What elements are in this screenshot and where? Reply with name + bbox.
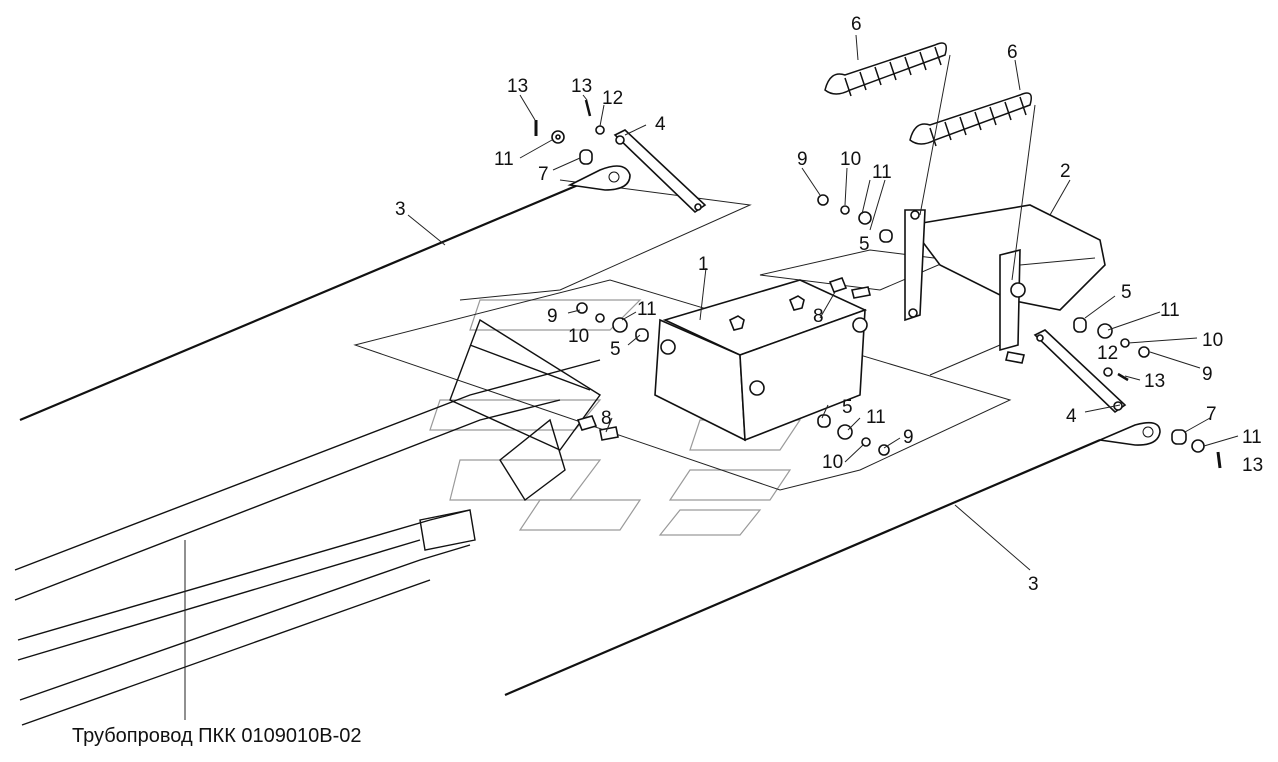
callout-5-right: 5 [1121,282,1132,303]
callout-10-top: 10 [840,149,861,170]
callout-9-top: 9 [797,149,808,170]
callout-6-right: 6 [1007,42,1018,63]
callout-9-right: 9 [1202,364,1213,385]
callout-8-lower: 8 [601,408,612,429]
spring-lower [909,92,1032,147]
callout-13-left: 13 [507,76,528,97]
callout-11-top: 11 [872,162,892,183]
assembly-caption: Трубопровод ПКК 0109010В-02 [72,725,362,747]
rod-right [504,438,1101,697]
callout-8-upper: 8 [813,306,824,327]
callout-4-left: 4 [655,114,666,135]
spring-upper [824,42,947,97]
callout-5-left: 5 [610,339,621,360]
callout-7-right: 7 [1206,404,1217,425]
link-plate-left [613,129,707,214]
spring-tension-lines [919,54,1036,281]
callout-2: 2 [1060,161,1071,182]
rod-eye-left [567,165,631,191]
callout-5-lower: 5 [842,397,853,418]
callout-13-midleft: 13 [571,76,592,97]
callout-11-left: 11 [637,299,657,320]
callout-7-left: 7 [538,164,549,185]
boom-frame [14,318,602,726]
callout-11-lower: 11 [866,407,886,428]
callout-6-left: 6 [851,14,862,35]
callout-10-left: 10 [568,326,589,347]
callout-11-topleft: 11 [494,149,514,170]
callout-11-farright: 11 [1242,427,1262,448]
rod-eye-right [1097,421,1161,446]
callout-9-lower: 9 [903,427,914,448]
callout-10-lower: 10 [822,452,843,473]
watermark-logo [429,299,802,536]
callout-3-left: 3 [395,199,406,220]
callout-13-right: 13 [1144,371,1165,392]
link-plate-right [1033,329,1127,414]
callout-4-right: 4 [1066,406,1077,427]
callout-1: 1 [698,254,709,275]
bracket-part-2 [904,204,1106,352]
callout-9-left: 9 [547,306,558,327]
leader-lines [184,34,1239,720]
callout-3-right: 3 [1028,574,1039,595]
callout-5-top: 5 [859,234,870,255]
callout-11-right: 11 [1160,300,1180,321]
callout-labels: 1 2 3 3 4 4 5 5 5 5 6 6 7 7 8 8 9 9 9 9 … [395,14,1263,595]
callout-10-right: 10 [1202,330,1223,351]
rod-left [19,178,591,422]
callout-12-left: 12 [602,88,623,109]
callout-13-farright: 13 [1242,455,1263,476]
callout-12-right: 12 [1097,343,1118,364]
bracket-part-1 [654,279,868,442]
